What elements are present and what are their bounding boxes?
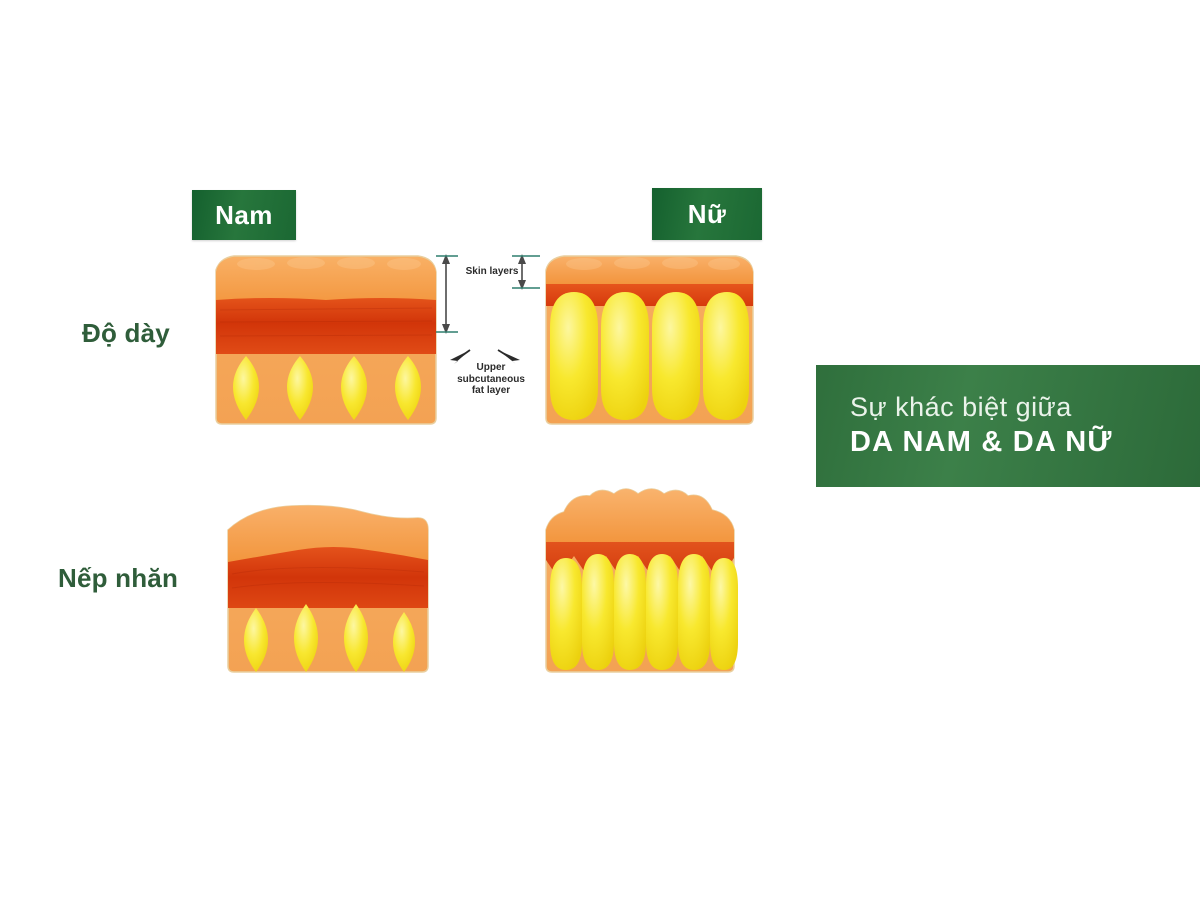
female-thickness-surface-dimples — [566, 257, 740, 270]
diagram-female-wrinkles — [538, 484, 758, 676]
skin-layer-arrow-male — [442, 254, 450, 334]
female-thickness-epidermis — [546, 257, 753, 286]
male-wrinkles-dermis-striations — [231, 566, 425, 589]
badge-female: Nữ — [652, 188, 762, 240]
diagram-female-thickness — [540, 248, 758, 430]
fat-layer-arrow-right — [497, 349, 520, 364]
annotation-fat-layer: Upper subcutaneous fat layer — [457, 362, 525, 396]
fat-layer-arrow-left — [450, 349, 471, 364]
title-line-1: Sự khác biệt giữa — [850, 392, 1072, 423]
male-thickness-dermis-striations — [219, 307, 433, 337]
diagram-male-wrinkles — [222, 490, 434, 676]
skin-layer-arrow-female — [518, 254, 526, 290]
title-panel: Sự khác biệt giữa DA NAM & DA NỮ — [816, 365, 1200, 487]
male-wrinkles-fat-lobules — [244, 604, 415, 672]
female-thickness-dermis — [546, 284, 753, 306]
male-thickness-dermis — [216, 298, 436, 354]
male-wrinkles-dermis — [228, 547, 428, 608]
title-line-2: DA NAM & DA NỮ — [850, 426, 1113, 459]
female-wrinkles-fat-lobules — [550, 554, 738, 670]
row-label-wrinkles: Nếp nhăn — [58, 563, 179, 593]
annotation-arrows — [436, 254, 540, 364]
female-wrinkles-epidermis — [546, 489, 734, 546]
female-thickness-fat-lobules — [550, 292, 749, 420]
male-wrinkles-epidermis — [228, 505, 428, 564]
badge-male: Nam — [192, 190, 296, 240]
diagram-male-thickness — [210, 248, 442, 430]
male-thickness-fat-lobules — [233, 356, 421, 420]
male-thickness-epidermis — [216, 257, 436, 304]
row-label-thickness: Độ dày — [82, 318, 170, 348]
annotation-skin-layers: Skin layers — [465, 266, 519, 277]
male-thickness-surface-dimples — [237, 257, 421, 270]
